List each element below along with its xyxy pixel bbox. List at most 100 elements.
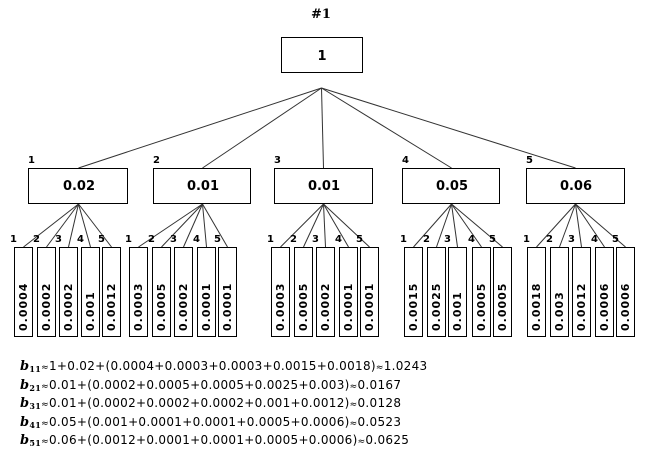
leaf-box (37, 247, 56, 337)
edge-criterion-5-to-leaf-4 (575, 203, 605, 248)
edge-criterion-3-to-leaf-3 (323, 203, 326, 248)
leaf-value: 0.0001 (200, 283, 213, 331)
approx-sign: ≈ (349, 418, 358, 429)
edge-criterion-3-to-leaf-5 (323, 203, 370, 248)
leaf-index: 1 (10, 234, 17, 245)
edge-criterion-4-to-leaf-5 (451, 203, 503, 248)
leaf-node: 30.0002 (170, 234, 193, 337)
formula-row: b31≈0.01+(0.0002+0.0002+0.0002+0.001+0.0… (20, 396, 428, 415)
root-node: 1 (281, 37, 363, 73)
criterion-box (28, 168, 128, 204)
leaf-value: 0.0025 (430, 283, 443, 331)
formula-symbol: b (20, 433, 30, 449)
leaf-value: 0.0005 (475, 283, 488, 331)
leaf-value: 0.001 (451, 291, 464, 331)
edge-root-to-criterion-5 (321, 87, 576, 169)
leaf-box (427, 247, 446, 337)
leaf-value: 0.0003 (132, 283, 145, 331)
leaf-box (550, 247, 569, 337)
leaf-node: 10.0015 (400, 234, 423, 337)
leaf-node: 50.0005 (489, 234, 512, 337)
edge-criterion-2-to-leaf-2 (161, 203, 203, 248)
leaf-value: 0.0005 (155, 283, 168, 331)
edge-criterion-3-to-leaf-1 (280, 203, 324, 248)
formula-subscript: 31 (29, 401, 42, 412)
diagram-title: #1 (311, 7, 331, 22)
criterion-box (153, 168, 251, 204)
leaf-box (493, 247, 512, 337)
leaf-box (572, 247, 591, 337)
leaf-value: 0.0003 (274, 283, 287, 331)
leaf-value: 0.001 (84, 291, 97, 331)
root-value: 1 (317, 49, 326, 64)
approx-sign: ≈ (41, 418, 49, 429)
leaf-value: 0.0001 (221, 283, 234, 331)
edge-criterion-1-to-leaf-4 (78, 203, 91, 248)
leaf-box (271, 247, 290, 337)
leaf-box (527, 247, 546, 337)
leaf-index: 2 (148, 234, 155, 245)
formula-row: b21≈0.01+(0.0002+0.0005+0.0005+0.0025+0.… (20, 378, 428, 397)
leaf-index: 5 (356, 234, 363, 245)
leaf-box (360, 247, 379, 337)
leaf-value: 0.003 (553, 291, 566, 331)
leaf-index: 4 (468, 234, 475, 245)
leaf-index: 3 (55, 234, 62, 245)
formula-symbol: b (20, 359, 30, 374)
leaf-index: 4 (77, 234, 84, 245)
leaf-index: 5 (214, 234, 221, 245)
edge-criterion-2-to-leaf-3 (183, 203, 203, 248)
leaf-node: 30.0012 (568, 234, 591, 337)
leaf-index: 3 (444, 234, 451, 245)
approx-sign: ≈ (41, 381, 49, 392)
formula-symbol: b (20, 414, 30, 430)
leaf-node: 5 0.0001 (214, 234, 237, 337)
leaf-value: 0.0005 (496, 283, 509, 331)
root-box (281, 37, 363, 73)
criterion-box (274, 168, 373, 204)
edge-criterion-4-to-leaf-1 (413, 203, 452, 248)
criterion-box (526, 168, 625, 204)
edge-criterion-5-to-leaf-1 (536, 203, 576, 248)
criterion-index: 5 (526, 155, 533, 166)
leaf-node: 30.0002 (312, 234, 335, 337)
criterion-value: 0.01 (187, 179, 219, 194)
criterion-value: 0.06 (560, 179, 592, 194)
leaf-index: 4 (193, 234, 200, 245)
edge-criterion-5-to-leaf-5 (575, 203, 626, 248)
leaf-box (316, 247, 335, 337)
formula-row: b11≈1+0.02+(0.0004+0.0003+0.0003+0.0015+… (20, 359, 428, 378)
leaf-box (174, 247, 193, 337)
leaf-value: 0.0002 (62, 283, 75, 331)
criterion-box (402, 168, 500, 204)
criterion-index: 2 (153, 155, 160, 166)
leaf-box (129, 247, 148, 337)
leaf-box (339, 247, 358, 337)
leaf-box (59, 247, 78, 337)
leaf-node: 5 0.0001 (356, 234, 379, 337)
formula-subscript: 41 (29, 419, 42, 430)
formula-subscript: 21 (29, 382, 42, 393)
edges (23, 87, 626, 248)
edge-root-to-criterion-3 (321, 87, 324, 169)
edge-criterion-1-to-leaf-2 (46, 203, 79, 248)
leaf-node: 3 0.0002 (55, 234, 78, 337)
leaf-value: 0.0001 (363, 283, 376, 331)
formula-row: b51≈0.06+(0.0012+0.0001+0.0001+0.0005+0.… (20, 433, 428, 452)
formula-subscript: 51 (29, 438, 42, 449)
leaf-index: 2 (546, 234, 553, 245)
edge-criterion-1-to-leaf-3 (68, 203, 79, 248)
leaf-index: 1 (523, 234, 530, 245)
formula-symbol: b (20, 396, 30, 412)
formula-subscript: 11 (29, 364, 42, 374)
leaf-index: 2 (33, 234, 40, 245)
leaf-box (218, 247, 237, 337)
leaf-index: 4 (591, 234, 598, 245)
formula-result: 0.0167 (357, 377, 402, 392)
criterion-value: 0.02 (63, 179, 95, 194)
edge-root-to-criterion-4 (321, 87, 452, 169)
leaf-node: 3 0.001 (444, 234, 467, 337)
